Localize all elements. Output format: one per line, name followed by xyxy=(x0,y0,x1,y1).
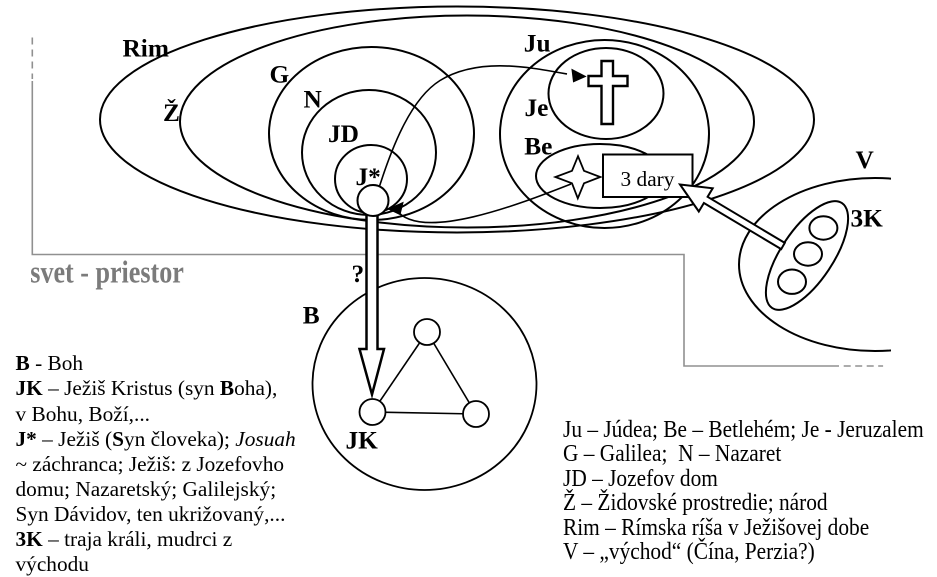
svg-text:svet - priestor: svet - priestor xyxy=(30,255,184,290)
svg-text:B: B xyxy=(303,302,320,330)
svg-text:Je: Je xyxy=(525,94,549,122)
svg-text:Rim: Rim xyxy=(123,35,169,63)
svg-text:JK: JK xyxy=(346,427,379,455)
svg-text:?: ? xyxy=(352,260,365,288)
svg-text:Ju: Ju xyxy=(524,30,551,58)
svg-text:Be: Be xyxy=(524,133,552,161)
svg-text:N: N xyxy=(304,85,322,113)
svg-text:J*: J* xyxy=(356,163,381,191)
svg-text:3 dary: 3 dary xyxy=(621,167,675,191)
svg-text:G: G xyxy=(270,61,290,89)
svg-text:3K: 3K xyxy=(851,205,884,233)
svg-text:V: V xyxy=(856,146,874,174)
svg-text:Ž: Ž xyxy=(163,99,180,127)
svg-text:JD: JD xyxy=(328,120,359,148)
